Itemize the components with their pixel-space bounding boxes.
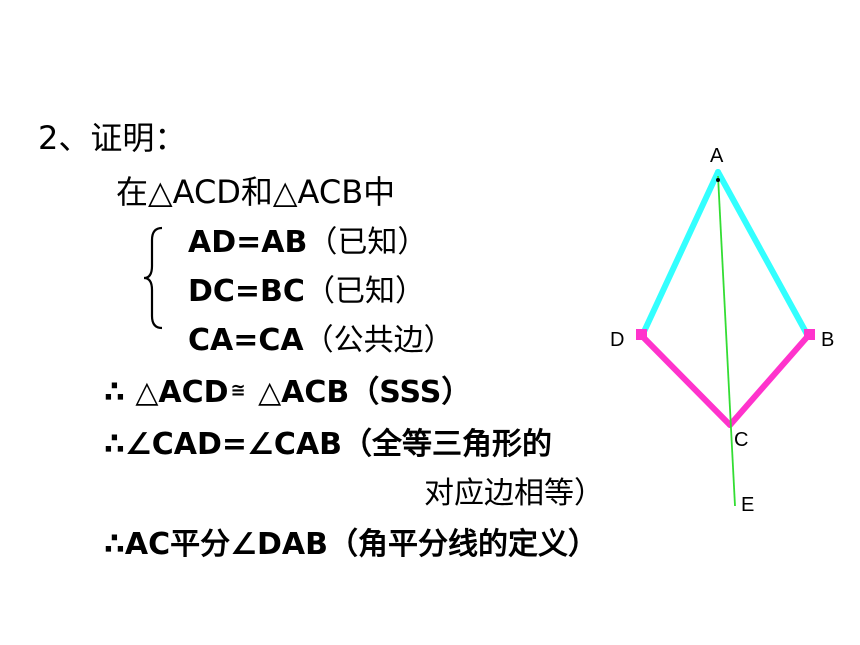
condition-1-reason: （已知） [307, 225, 428, 260]
condition-3-stmt: CA=CA [188, 323, 304, 358]
vertex-mark-b [804, 329, 815, 340]
side-ab [715, 169, 811, 339]
conclusion-angles-cont: 对应边相等） [424, 479, 604, 509]
label-e: E [741, 494, 754, 516]
label-d: D [610, 329, 624, 351]
conclusion-angles: ∴∠CAD=∠CAB（全等三角形的 [104, 430, 552, 460]
conclusion-2-text: ∴∠CAD=∠CAB（全等三角形的 [104, 427, 553, 462]
label-b: B [821, 329, 834, 351]
condition-2: DC=BC（已知） [188, 277, 425, 307]
conclusion-bisector: ∴AC平分∠DAB（角平分线的定义） [104, 530, 598, 560]
side-ad [639, 169, 721, 339]
vertex-mark-a [716, 178, 720, 182]
conclusion-congruence: ∴ △ACD≅ △ACB（SSS） [104, 378, 471, 408]
condition-1: AD=AB（已知） [188, 228, 427, 258]
vertex-mark-d [636, 329, 647, 340]
conclusion-2-cont: 对应边相等） [424, 476, 604, 511]
conclusion-1-rest: △ACB（SSS） [247, 375, 472, 410]
label-a: A [710, 145, 724, 167]
bisector-ae [717, 175, 736, 507]
proof-heading: 2、证明： [38, 119, 187, 157]
side-bc [727, 333, 811, 428]
congruence-symbol: ≅ [230, 380, 246, 401]
condition-3: CA=CA（公共边） [188, 326, 454, 356]
condition-3-reason: （公共边） [303, 323, 454, 358]
proof-intro: 在△ACD和△ACB中 [116, 176, 395, 208]
condition-1-stmt: AD=AB [188, 225, 308, 260]
conclusion-3-text: ∴AC平分∠DAB（角平分线的定义） [104, 527, 598, 562]
condition-2-reason: （已知） [304, 274, 425, 309]
condition-2-stmt: DC=BC [188, 274, 305, 309]
label-c: C [734, 429, 748, 451]
conclusion-1-prefix: ∴ △ACD [104, 375, 229, 410]
intro-text: 在△ACD和△ACB中 [116, 173, 396, 211]
side-dc [639, 333, 733, 428]
system-brace [143, 226, 163, 330]
